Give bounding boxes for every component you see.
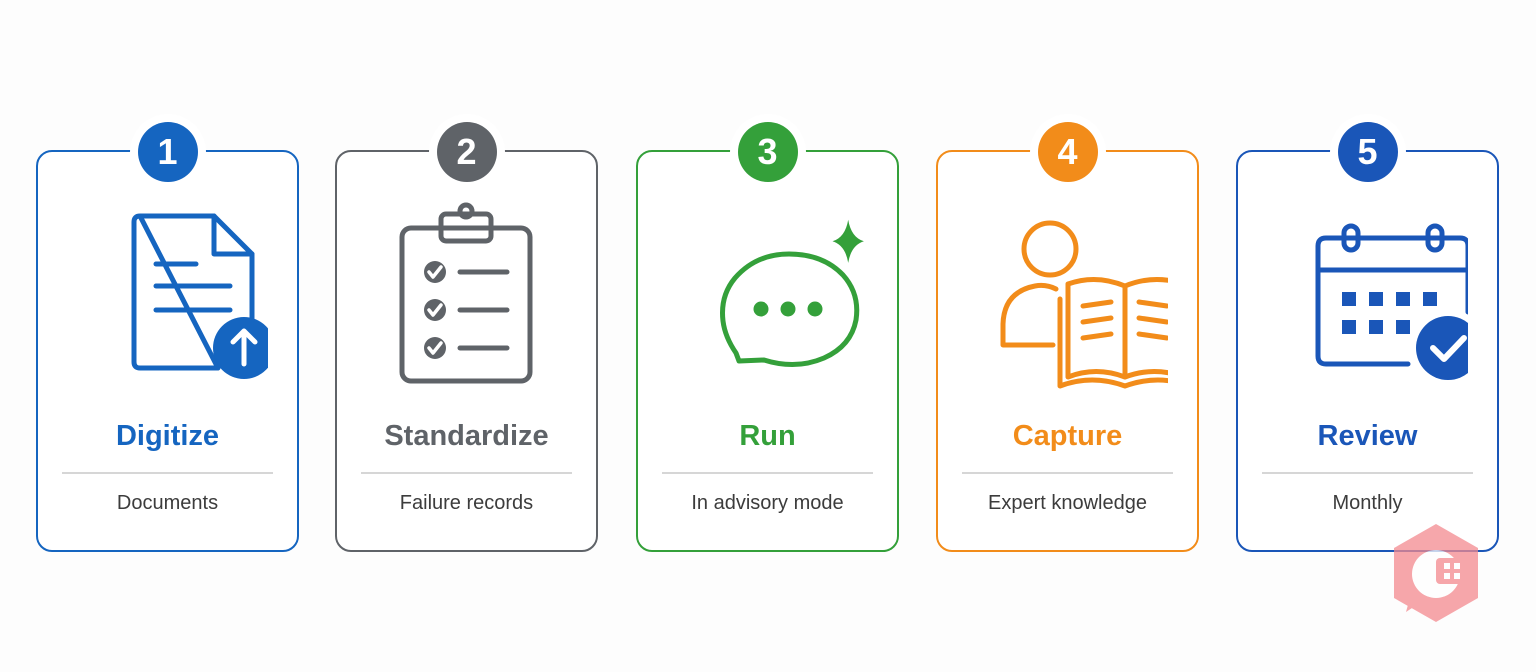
document-upload-icon xyxy=(68,200,268,400)
step-card-2: 2 Standardize Failure recor xyxy=(335,122,598,552)
step-subtitle: Failure records xyxy=(399,492,534,514)
step-number-badge: 2 xyxy=(436,122,497,182)
calendar-check-icon xyxy=(1268,200,1468,400)
step-card-4: 4 Capture Expert knowledge xyxy=(936,122,1199,552)
divider xyxy=(62,472,273,474)
step-subtitle: In advisory mode xyxy=(691,492,844,514)
step-number-badge: 5 xyxy=(1337,122,1398,182)
step-subtitle: Documents xyxy=(116,492,219,514)
divider xyxy=(662,472,873,474)
clipboard-checklist-icon xyxy=(367,200,567,400)
person-book-icon xyxy=(968,200,1168,400)
divider xyxy=(962,472,1173,474)
step-title: Capture xyxy=(1012,420,1123,452)
step-card-5: 5 Review Monthly xyxy=(1236,122,1499,552)
watermark-logo-icon xyxy=(1386,520,1486,626)
step-number-badge: 3 xyxy=(737,122,798,182)
step-card-3: 3 Run In advisory mode xyxy=(636,122,899,552)
step-title: Review xyxy=(1317,420,1418,452)
step-number-badge: 4 xyxy=(1037,122,1098,182)
chat-sparkle-icon xyxy=(668,200,868,400)
step-card-1: 1 Digitize Documents xyxy=(36,122,299,552)
step-title: Digitize xyxy=(115,420,220,452)
step-subtitle: Monthly xyxy=(1332,492,1403,514)
step-number-badge: 1 xyxy=(137,122,198,182)
divider xyxy=(361,472,572,474)
divider xyxy=(1262,472,1473,474)
step-title: Run xyxy=(739,420,796,452)
step-subtitle: Expert knowledge xyxy=(988,492,1147,514)
step-title: Standardize xyxy=(384,420,549,452)
